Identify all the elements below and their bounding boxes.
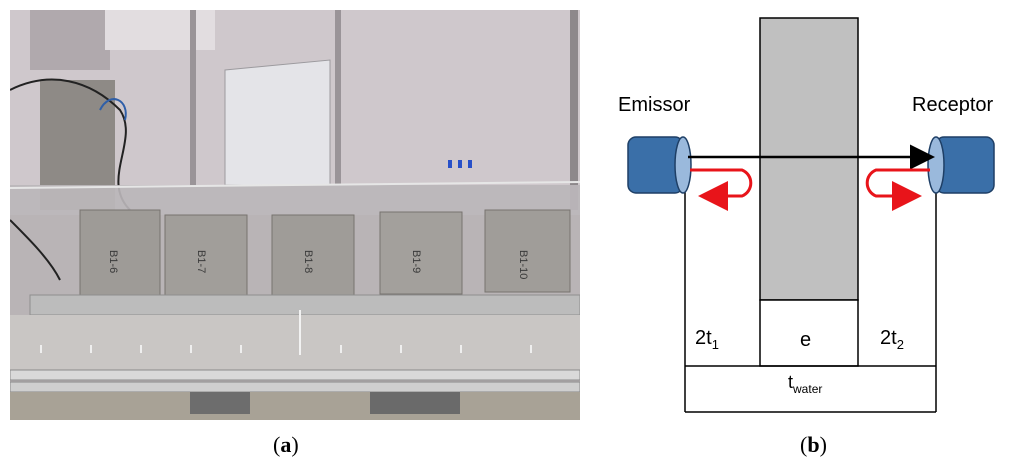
tank-foot: [190, 392, 250, 414]
measurement-diagram: Emissor Receptor 2t1 e 2t2 twater: [618, 17, 995, 413]
floor: [10, 392, 580, 420]
block-label: B1-8: [302, 250, 314, 273]
frame-pole: [335, 10, 341, 185]
frame-pole: [190, 10, 196, 185]
emitter-label: Emissor: [618, 94, 691, 116]
cable: [10, 78, 131, 211]
block-label: B1-6: [107, 250, 119, 273]
caption-a: (a): [273, 432, 299, 457]
concrete-block: [79, 209, 161, 296]
block-label: B1-7: [195, 250, 207, 273]
wall-equipment: [30, 10, 110, 70]
total-label: twater: [788, 372, 822, 396]
wall-panel: [105, 10, 215, 50]
concrete-blocks: [79, 209, 571, 296]
left-gap-label: 2t1: [695, 327, 719, 352]
aluminium-rail: [10, 369, 580, 381]
right-echo-arrow: [865, 168, 930, 211]
glass-edge: [10, 181, 580, 189]
concrete-block: [379, 211, 463, 295]
blue-cable: [99, 98, 127, 121]
sample-slab: [759, 17, 859, 301]
tank-foot: [370, 392, 460, 414]
thickness-cell: [759, 299, 859, 367]
receptor-label: Receptor: [912, 94, 993, 116]
caption-b: (b): [800, 432, 827, 457]
left-echo-arrow: [690, 168, 753, 211]
metal-plate: [224, 59, 331, 186]
emitter-transducer: [627, 136, 692, 194]
support-rail: [29, 294, 580, 316]
thickness-label: e: [800, 329, 811, 351]
frame-pole: [570, 10, 578, 210]
lower-tank: [10, 315, 580, 370]
tank-photo: B1-6 B1-7 B1-8 B1-9 B1-10: [10, 10, 580, 420]
right-gap-label: 2t2: [880, 327, 904, 352]
blue-markers: [448, 160, 472, 168]
aluminium-rail: [10, 381, 580, 393]
block-label: B1-10: [517, 250, 529, 279]
concrete-block: [484, 209, 571, 293]
pins: [40, 345, 532, 353]
block-label: B1-9: [410, 250, 422, 273]
receptor-transducer: [927, 136, 995, 194]
cable: [10, 219, 61, 281]
